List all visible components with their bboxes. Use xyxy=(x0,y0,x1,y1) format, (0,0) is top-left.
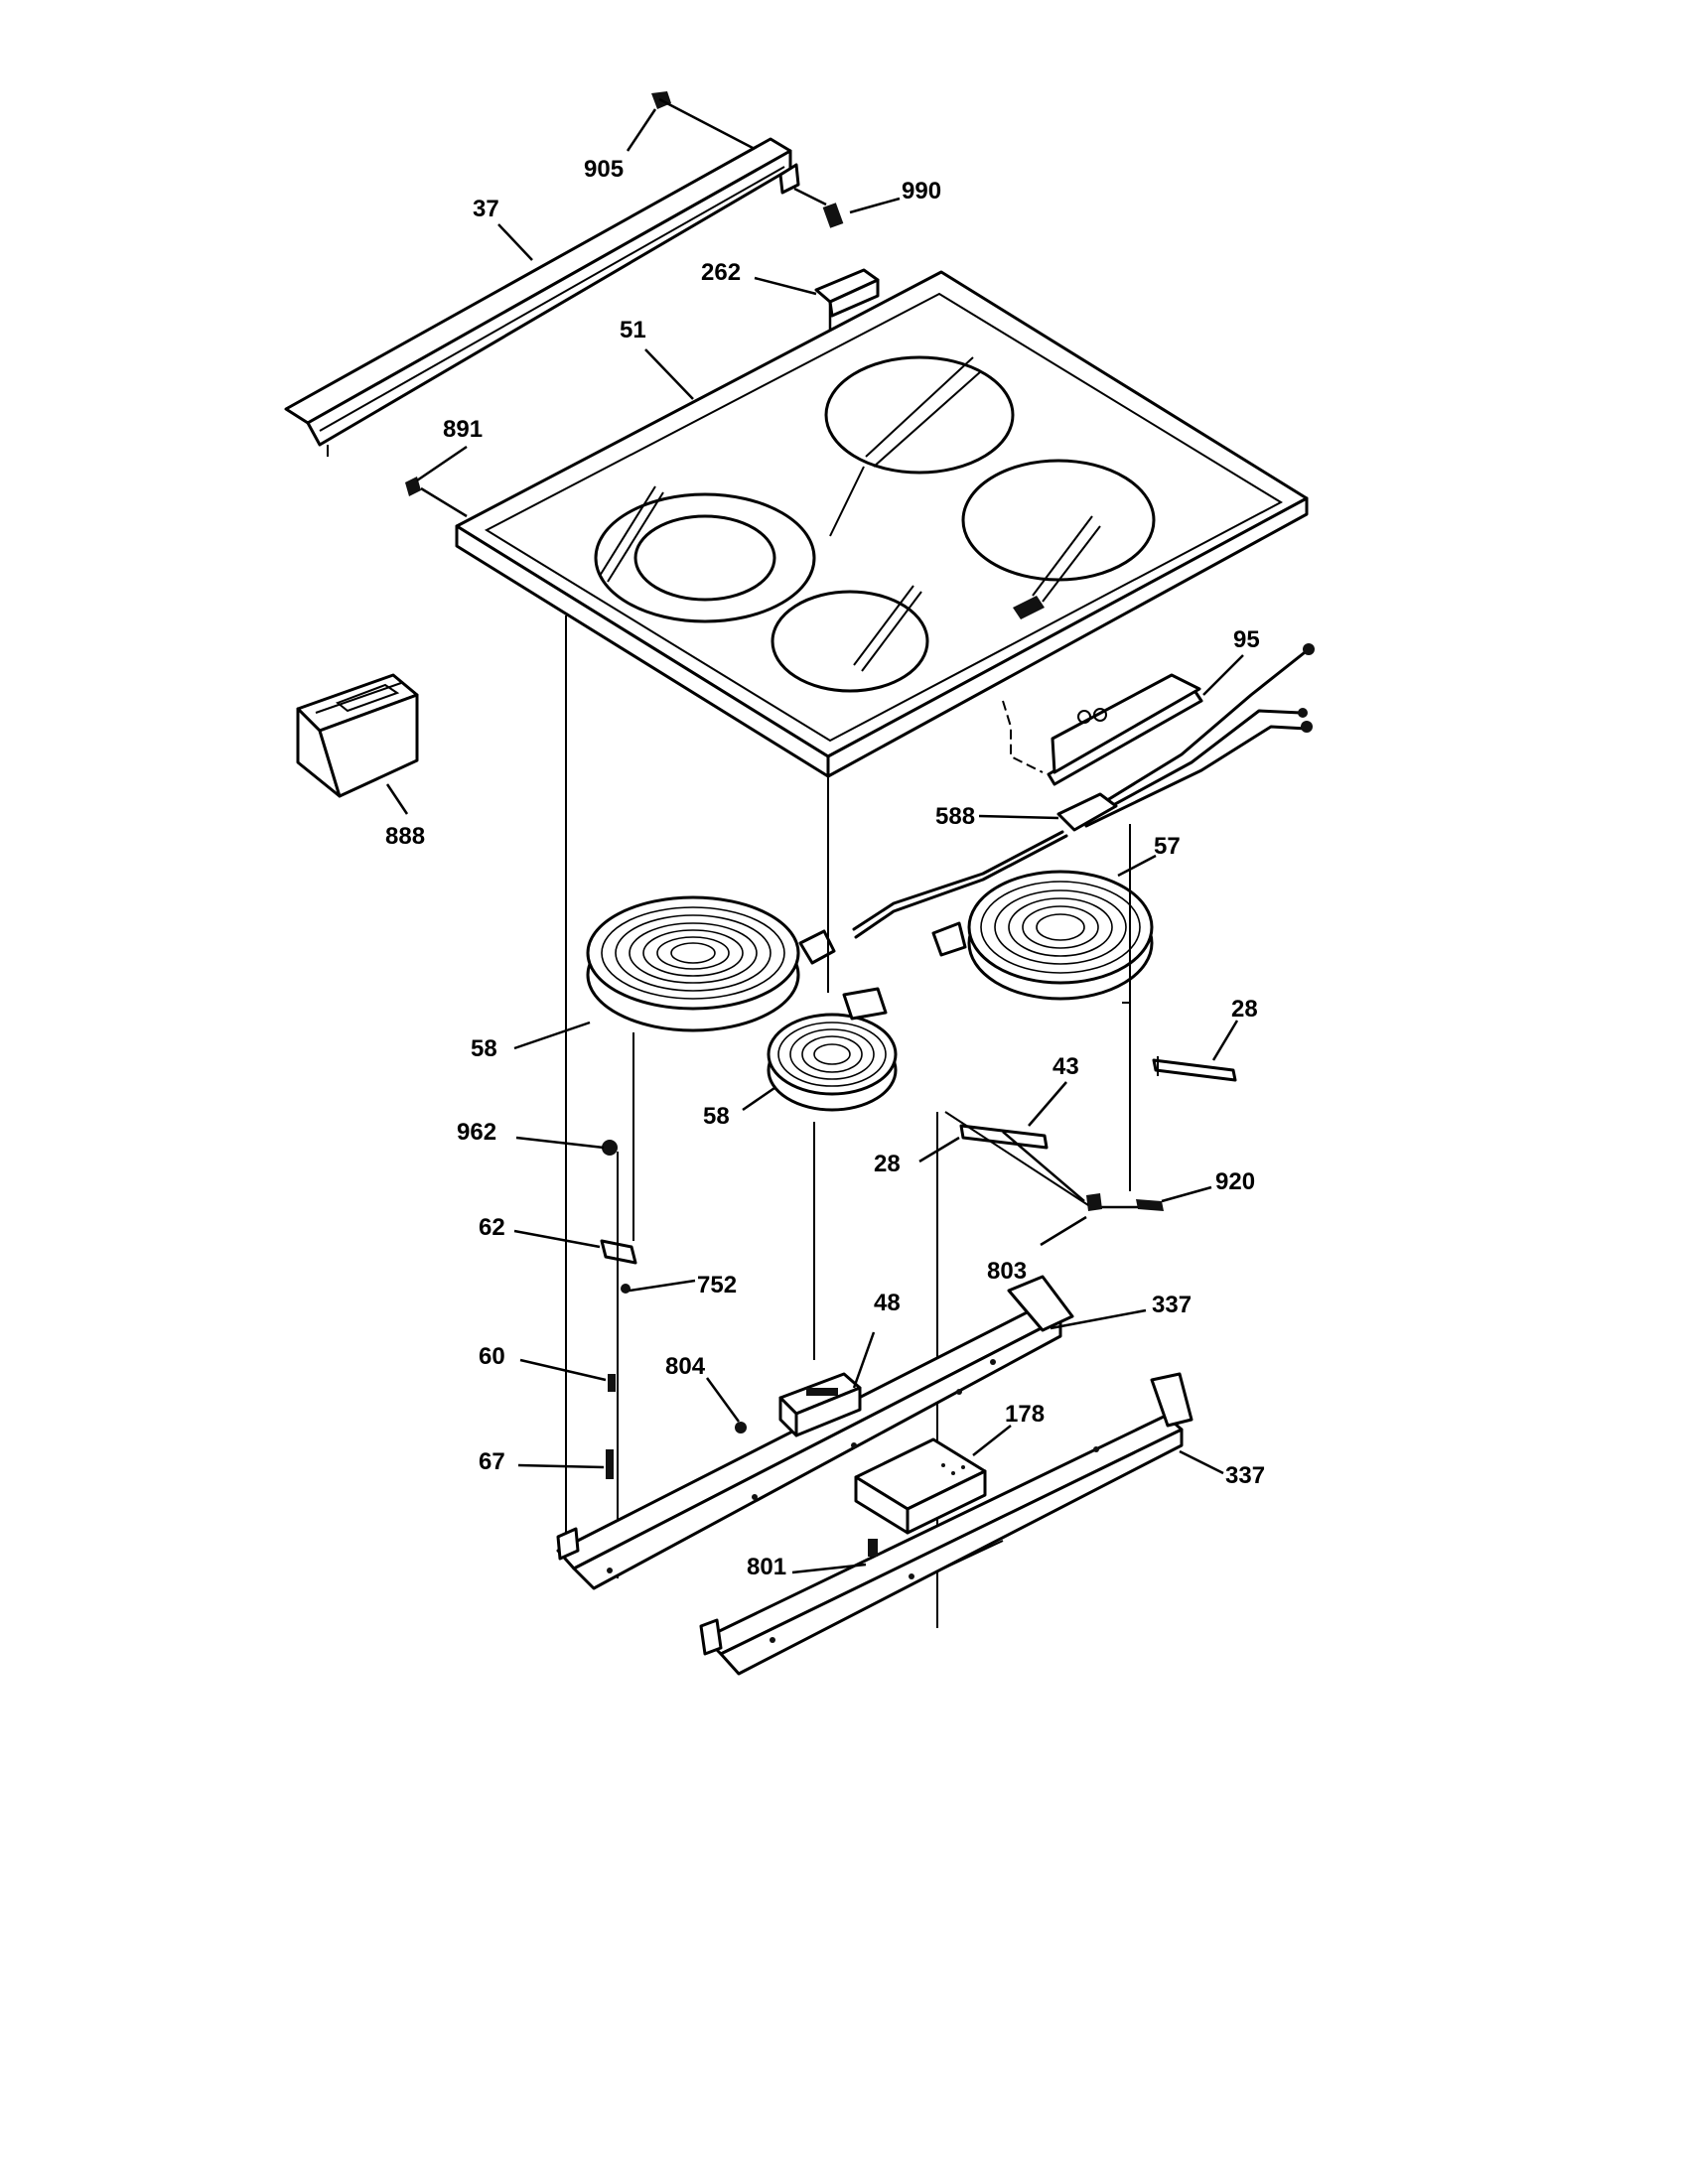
label-43: 43 xyxy=(1052,1053,1079,1080)
part-990-clip[interactable] xyxy=(793,187,844,228)
label-801: 801 xyxy=(747,1554,786,1580)
label-990: 990 xyxy=(902,178,941,205)
label-48: 48 xyxy=(874,1290,901,1316)
part-803-screw[interactable] xyxy=(1086,1193,1102,1211)
label-337-upper: 337 xyxy=(1152,1292,1192,1318)
part-37-trim-strip[interactable] xyxy=(284,137,800,457)
label-337-lower: 337 xyxy=(1225,1462,1265,1489)
part-51-glass-cooktop[interactable] xyxy=(455,270,1309,778)
part-891-screw[interactable] xyxy=(405,477,468,518)
label-58-left: 58 xyxy=(471,1035,497,1062)
label-588: 588 xyxy=(935,803,975,830)
part-804-screw[interactable] xyxy=(735,1422,747,1433)
label-752: 752 xyxy=(697,1272,737,1298)
part-57-surface-element[interactable] xyxy=(931,870,1154,1001)
part-48-terminal-block[interactable] xyxy=(778,1372,862,1437)
part-962-screw[interactable] xyxy=(602,1140,618,1156)
label-95: 95 xyxy=(1233,626,1260,653)
label-28-lower: 28 xyxy=(874,1151,901,1177)
label-58-center: 58 xyxy=(703,1103,730,1130)
label-920: 920 xyxy=(1215,1168,1255,1195)
label-60: 60 xyxy=(479,1343,505,1370)
part-number-labels: 905 990 37 262 51 891 95 888 588 57 58 5… xyxy=(385,156,1265,1580)
callout-leaders xyxy=(416,108,1244,1574)
part-67-leveling-leg[interactable] xyxy=(606,1449,614,1479)
part-888-carton[interactable] xyxy=(296,673,419,815)
part-262-bracket[interactable] xyxy=(814,268,880,338)
part-28-bracket-upper[interactable] xyxy=(1152,1056,1237,1082)
label-57: 57 xyxy=(1154,833,1181,860)
label-905: 905 xyxy=(584,156,624,183)
label-891: 891 xyxy=(443,416,483,443)
part-337-upper-channel[interactable] xyxy=(556,1275,1074,1590)
label-51: 51 xyxy=(620,317,646,343)
label-62: 62 xyxy=(479,1214,505,1241)
part-43-bracket[interactable] xyxy=(959,1124,1142,1209)
label-888: 888 xyxy=(385,823,425,850)
part-905-screw[interactable] xyxy=(651,91,756,151)
label-67: 67 xyxy=(479,1448,505,1475)
part-95-wire-harness[interactable] xyxy=(1002,643,1315,828)
label-803: 803 xyxy=(987,1258,1027,1285)
label-962: 962 xyxy=(457,1119,496,1146)
label-37: 37 xyxy=(473,196,499,222)
part-178-control-module[interactable] xyxy=(854,1437,987,1535)
part-58-large-surface-element[interactable] xyxy=(586,895,836,1032)
part-801-screw[interactable] xyxy=(868,1539,878,1557)
label-804: 804 xyxy=(665,1353,706,1380)
label-262: 262 xyxy=(701,259,741,286)
part-60-spacer[interactable] xyxy=(608,1374,616,1392)
label-28-upper: 28 xyxy=(1231,996,1258,1023)
part-588-terminal-block[interactable] xyxy=(852,792,1118,939)
part-337-lower-channel[interactable] xyxy=(699,1372,1193,1676)
part-920-screw[interactable] xyxy=(1136,1199,1164,1211)
part-752-screw[interactable] xyxy=(621,1284,631,1294)
label-178: 178 xyxy=(1005,1401,1045,1428)
part-58-small-surface-element[interactable] xyxy=(767,987,898,1112)
